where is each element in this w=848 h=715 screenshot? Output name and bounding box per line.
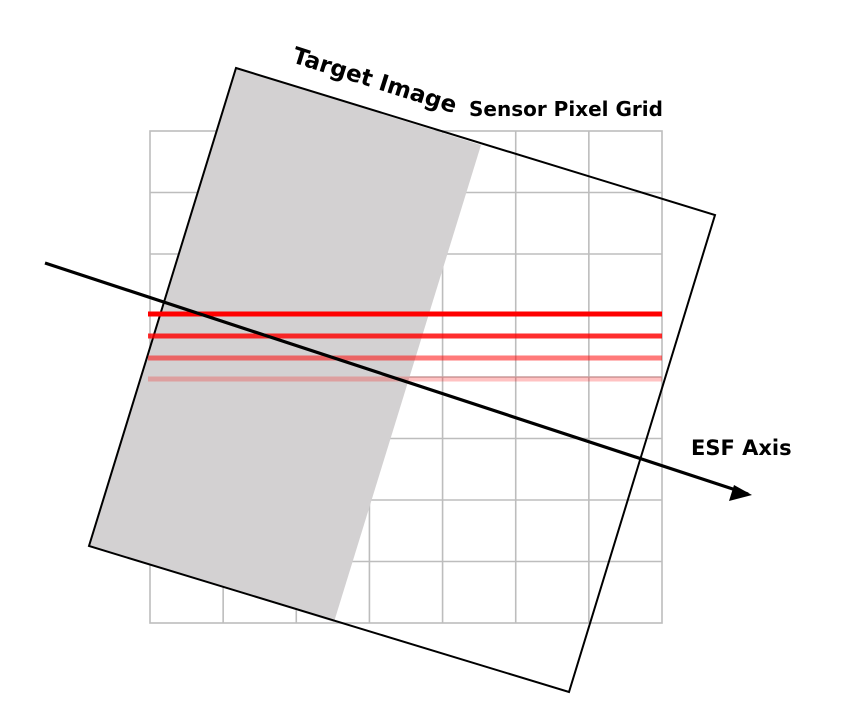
esf-axis-line <box>44 261 749 496</box>
target-image-region <box>89 68 481 622</box>
target-boundary-outline <box>87 66 717 694</box>
esf-axis-label: ESF Axis <box>691 436 792 460</box>
esf-axis <box>44 261 752 501</box>
sensor-grid-label: Sensor Pixel Grid <box>469 97 663 121</box>
sample-rows <box>148 311 662 382</box>
esf-axis-arrowhead <box>729 485 752 501</box>
